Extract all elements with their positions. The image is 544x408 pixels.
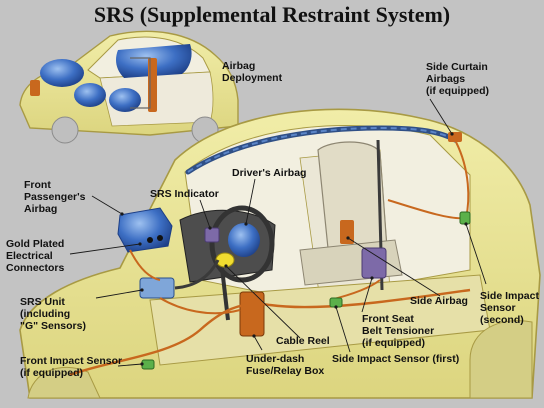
passenger-airbag-module bbox=[117, 207, 173, 253]
label-underdash-fuse-box: Under-dash Fuse/Relay Box bbox=[246, 353, 324, 377]
side-impact-sensor-second bbox=[459, 211, 471, 225]
curtain-inflator bbox=[448, 132, 462, 142]
label-srs-indicator: SRS Indicator bbox=[150, 188, 219, 200]
leader-dots bbox=[120, 132, 468, 366]
label-cable-reel: Cable Reel bbox=[276, 335, 330, 347]
srs-indicator-lamp bbox=[204, 227, 220, 243]
label-side-curtain-airbags: Side Curtain Airbags (if equipped) bbox=[426, 61, 491, 97]
label-side-impact-sensor-second: Side Impact Sensor (second) bbox=[480, 290, 542, 326]
side-airbag-module bbox=[340, 220, 354, 244]
label-srs-unit: SRS Unit (including "G" Sensors) bbox=[20, 296, 86, 332]
srs-unit-box bbox=[139, 277, 175, 299]
diagram-title: SRS (Supplemental Restraint System) bbox=[94, 2, 450, 27]
drivers-airbag-module bbox=[228, 223, 260, 257]
deployed-driver-airbag bbox=[74, 83, 106, 107]
label-side-airbag: Side Airbag bbox=[410, 295, 468, 307]
label-side-impact-sensor-first: Side Impact Sensor (first) bbox=[332, 353, 459, 365]
label-drivers-airbag: Driver's Airbag bbox=[232, 167, 306, 179]
fuse-relay-box bbox=[239, 291, 265, 337]
label-front-passenger-airbag: Front Passenger's Airbag bbox=[24, 179, 88, 215]
front-impact-sensor bbox=[141, 359, 155, 370]
steering-wheel bbox=[209, 205, 275, 283]
belt-tensioner bbox=[361, 247, 387, 279]
label-front-seat-belt-tensioner: Front Seat Belt Tensioner (if equipped) bbox=[362, 313, 437, 349]
deployed-side-airbag bbox=[109, 88, 141, 112]
deployed-passenger-airbag bbox=[40, 59, 84, 87]
label-airbag-deployment: Airbag Deployment bbox=[222, 60, 283, 84]
leader-lines bbox=[69, 98, 487, 367]
dashboard-steering bbox=[179, 205, 276, 321]
airbag-deployment-car bbox=[19, 30, 239, 144]
label-front-impact-sensor: Front Impact Sensor (if equipped) bbox=[20, 355, 125, 379]
front-seat bbox=[299, 139, 403, 291]
label-gold-plated-connectors: Gold Plated Electrical Connectors bbox=[6, 238, 67, 274]
